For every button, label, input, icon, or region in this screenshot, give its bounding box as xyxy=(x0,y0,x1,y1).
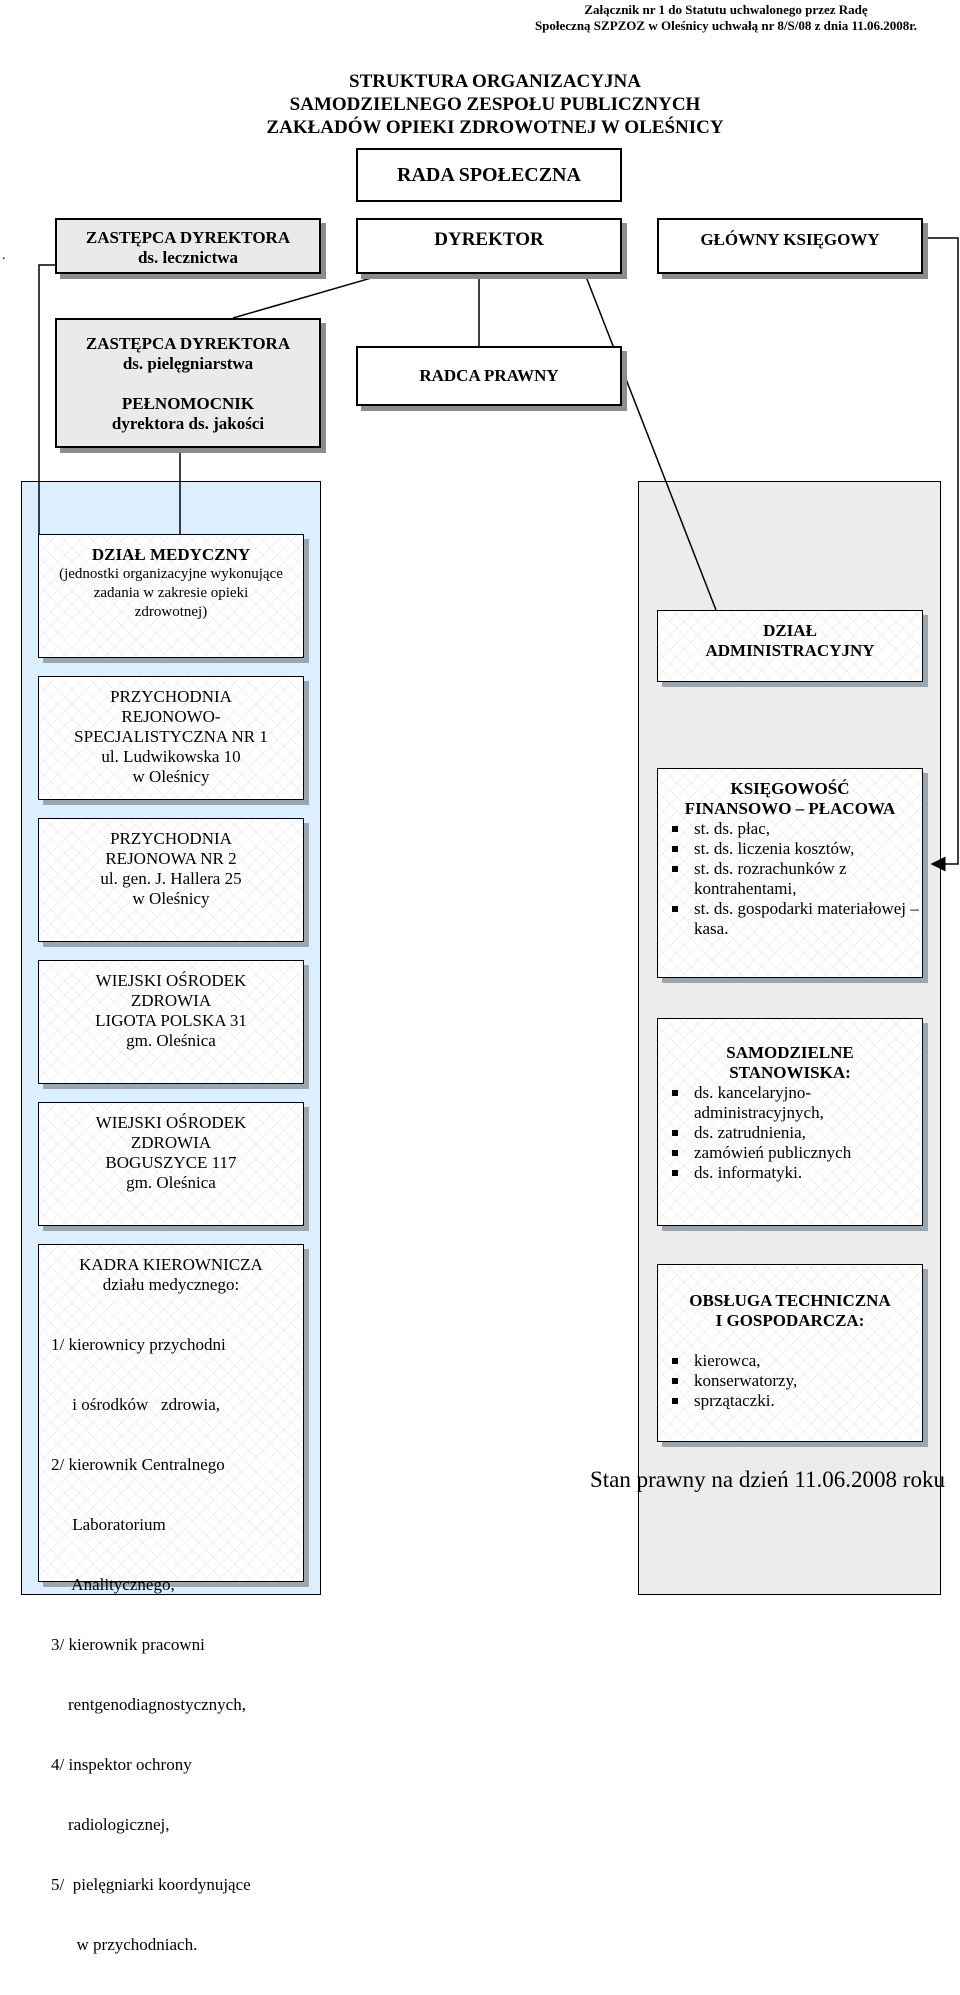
dyrektor-label: DYREKTOR xyxy=(434,229,544,250)
przychodnia-1-card: PRZYCHODNIA REJONOWO- SPECJALISTYCZNA NR… xyxy=(38,676,304,800)
przychodnia-2-card: PRZYCHODNIA REJONOWA NR 2 ul. gen. J. Ha… xyxy=(38,818,304,942)
connector-lines xyxy=(38,237,959,872)
obsluga-list: kierowca, konserwatorzy, sprzątaczki. xyxy=(658,1351,922,1411)
card-line: WIEJSKI OŚRODEK xyxy=(95,1113,247,1132)
osrodek-ligota-card: WIEJSKI OŚRODEK ZDROWIA LIGOTA POLSKA 31… xyxy=(38,960,304,1084)
card-line: SPECJALISTYCZNA NR 1 xyxy=(74,727,268,746)
card-line: PRZYCHODNIA xyxy=(110,687,232,706)
kadra-line: radiologicznej, xyxy=(51,1815,170,1834)
kadra-line: 1/ kierownicy przychodni xyxy=(51,1335,226,1354)
radca-label: RADCA PRAWNY xyxy=(419,366,559,385)
card-title-line: SAMODZIELNE xyxy=(726,1043,854,1062)
kadra-list: 1/ kierownicy przychodni i ośrodków zdro… xyxy=(39,1295,303,1995)
dzial-administracyjny-card: DZIAŁ ADMINISTRACYJNY xyxy=(657,610,923,682)
card-title-line: STANOWISKA: xyxy=(729,1063,851,1082)
glowny-ksiegowy-label: GŁÓWNY KSIĘGOWY xyxy=(700,230,880,249)
ksiegowosc-list: st. ds. płac, st. ds. liczenia kosztów, … xyxy=(658,819,922,939)
glowny-ksiegowy-box: GŁÓWNY KSIĘGOWY xyxy=(657,218,923,274)
card-line: ADMINISTRACYJNY xyxy=(705,641,875,660)
card-line: REJONOWA NR 2 xyxy=(105,849,237,868)
dyrektor-box: DYREKTOR xyxy=(356,218,622,274)
card-line: w Oleśnicy xyxy=(132,767,210,786)
card-desc-line: zadania w zakresie opieki xyxy=(93,585,249,601)
card-line: WIEJSKI OŚRODEK xyxy=(95,971,247,990)
card-title-line: działu medycznego: xyxy=(102,1275,240,1294)
card-line: w Oleśnicy xyxy=(132,889,210,908)
statute-annex-note: Załącznik nr 1 do Statutu uchwalonego pr… xyxy=(506,2,946,34)
card-line: gm. Oleśnica xyxy=(126,1173,216,1192)
kadra-kierownicza-card: KADRA KIEROWNICZA działu medycznego: 1/ … xyxy=(38,1244,304,1954)
radca-prawny-box: RADCA PRAWNY xyxy=(356,346,622,406)
box-line: ds. lecznictwa xyxy=(137,248,239,267)
kadra-line: Laboratorium xyxy=(51,1515,166,1534)
list-item: ds. zatrudnienia, xyxy=(658,1123,922,1143)
stray-dot: . xyxy=(2,248,6,263)
kadra-line: w przychodniach. xyxy=(51,1935,198,1954)
kadra-line: Analitycznego, xyxy=(51,1575,175,1594)
card-line: BOGUSZYCE 117 xyxy=(105,1153,237,1172)
card-line: gm. Oleśnica xyxy=(126,1031,216,1050)
title-line: STRUKTURA ORGANIZACYJNA xyxy=(349,71,641,92)
card-title-line: I GOSPODARCZA: xyxy=(715,1311,865,1330)
box-line: ZASTĘPCA DYREKTORA xyxy=(85,334,291,353)
annex-note-line: Społeczną SZPZOZ w Oleśnicy uchwałą nr 8… xyxy=(534,18,918,33)
kadra-line: 3/ kierownik pracowni xyxy=(51,1635,205,1654)
kadra-line: 2/ kierownik Centralnego xyxy=(51,1455,225,1474)
card-line: ZDROWIA xyxy=(130,991,212,1010)
card-title-line: FINANSOWO – PŁACOWA xyxy=(684,799,896,818)
list-item: st. ds. liczenia kosztów, xyxy=(658,839,922,859)
samodzielne-list: ds. kancelaryjno-administracyjnych, ds. … xyxy=(658,1083,922,1183)
annex-note-line: Załącznik nr 1 do Statutu uchwalonego pr… xyxy=(584,2,868,17)
card-line: DZIAŁ xyxy=(763,621,817,640)
list-item: zamówień publicznych xyxy=(658,1143,922,1163)
card-desc-line: zdrowotnej) xyxy=(134,604,208,620)
title-line: ZAKŁADÓW OPIEKI ZDROWOTNEJ W OLEŚNICY xyxy=(266,117,724,138)
line-dyrektor-pielegniarstwo xyxy=(232,271,393,319)
line-lecznictwo-medyczny xyxy=(38,264,57,534)
card-title: DZIAŁ MEDYCZNY xyxy=(91,545,251,564)
page-title: STRUKTURA ORGANIZACYJNA SAMODZIELNEGO ZE… xyxy=(0,70,960,139)
list-item: sprzątaczki. xyxy=(658,1391,922,1411)
osrodek-boguszyce-card: WIEJSKI OŚRODEK ZDROWIA BOGUSZYCE 117 gm… xyxy=(38,1102,304,1226)
card-line: ul. Ludwikowska 10 xyxy=(101,747,241,766)
legal-status-date: Stan prawny na dzień 11.06.2008 roku xyxy=(590,1467,945,1492)
box-line: PEŁNOMOCNIK xyxy=(121,394,255,413)
card-line: ZDROWIA xyxy=(130,1133,212,1152)
card-line: LIGOTA POLSKA 31 xyxy=(95,1011,247,1030)
card-line: ul. gen. J. Hallera 25 xyxy=(100,869,242,888)
dzial-medyczny-card: DZIAŁ MEDYCZNY (jednostki organizacyjne … xyxy=(38,534,304,658)
zastepca-pielegniarstwa-box: ZASTĘPCA DYREKTORA ds. pielęgniarstwa PE… xyxy=(55,318,321,448)
kadra-line: 5/ pielęgniarki koordynujące xyxy=(51,1875,251,1894)
line-ksiegowy-ksiegowosc xyxy=(923,237,959,872)
box-line: ds. pielęgniarstwa xyxy=(122,354,254,373)
kadra-line: i ośrodków zdrowia, xyxy=(51,1395,221,1414)
card-line: REJONOWO- xyxy=(121,707,221,726)
samodzielne-stanowiska-card: SAMODZIELNE STANOWISKA: ds. kancelaryjno… xyxy=(657,1018,923,1226)
card-desc-line: (jednostki organizacyjne wykonujące xyxy=(59,566,283,582)
rada-spoleczna-box: RADA SPOŁECZNA xyxy=(356,148,622,202)
box-line: dyrektora ds. jakości xyxy=(111,414,265,433)
list-item: ds. kancelaryjno-administracyjnych, xyxy=(658,1083,922,1123)
kadra-line: rentgenodiagnostycznych, xyxy=(51,1695,246,1714)
rada-label: RADA SPOŁECZNA xyxy=(397,164,581,186)
card-title-line: OBSŁUGA TECHNICZNA xyxy=(689,1291,891,1310)
kadra-line: 4/ inspektor ochrony xyxy=(51,1755,192,1774)
card-line: PRZYCHODNIA xyxy=(110,829,232,848)
ksiegowosc-card: KSIĘGOWOŚĆ FINANSOWO – PŁACOWA st. ds. p… xyxy=(657,768,923,978)
obsluga-techniczna-card: OBSŁUGA TECHNICZNA I GOSPODARCZA: kierow… xyxy=(657,1264,923,1442)
list-item: st. ds. gospodarki materiałowej – kasa. xyxy=(658,899,922,939)
list-item: ds. informatyki. xyxy=(658,1163,922,1183)
card-title-line: KSIĘGOWOŚĆ xyxy=(730,779,850,798)
box-line: ZASTĘPCA DYREKTORA xyxy=(85,228,291,247)
list-item: st. ds. płac, xyxy=(658,819,922,839)
title-line: SAMODZIELNEGO ZESPOŁU PUBLICZNYCH xyxy=(289,94,701,115)
list-item: konserwatorzy, xyxy=(658,1371,922,1391)
zastepca-lecznictwa-box: ZASTĘPCA DYREKTORA ds. lecznictwa xyxy=(55,218,321,274)
list-item: kierowca, xyxy=(658,1351,922,1371)
card-title-line: KADRA KIEROWNICZA xyxy=(79,1255,263,1274)
list-item: st. ds. rozrachunków z kontrahentami, xyxy=(658,859,922,899)
line-dyrektor-administracyjny xyxy=(584,273,717,611)
